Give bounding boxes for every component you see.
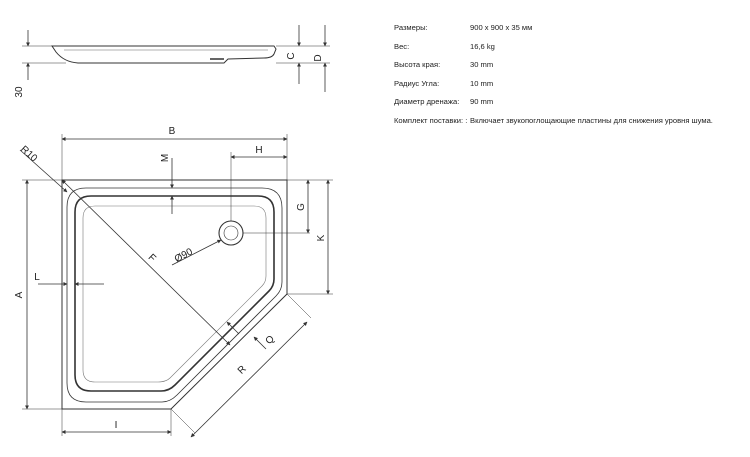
dim-label-d: D (313, 54, 324, 61)
dim-label-c: C (286, 52, 297, 59)
dim-label-m: M (160, 154, 171, 162)
plan-extension-lines (22, 134, 333, 436)
spec-value: 10 mm (470, 78, 494, 88)
spec-value: 90 mm (470, 97, 494, 106)
spec-row-weight: Вес: 16,6 kg (394, 41, 734, 52)
dim-label-k: K (316, 234, 327, 241)
dim-label-h: H (255, 145, 262, 156)
dim-label-q: Q (264, 333, 277, 346)
dim-label-g: G (296, 203, 307, 211)
dim-label-b: B (169, 126, 176, 137)
spec-label: Размеры: (394, 23, 428, 32)
spec-row-package: Комплект поставки: : Включает звукопогло… (394, 115, 734, 126)
dim-label-i: I (115, 420, 118, 431)
dim-label-r: R (236, 364, 249, 377)
spec-label: Вес: (394, 41, 410, 51)
dim-label-a: A (14, 291, 25, 298)
drain (218, 220, 244, 246)
tray-rim (66, 187, 283, 403)
spec-label: Высота края: (394, 60, 441, 69)
dim-label-f: F (146, 252, 158, 264)
spec-value: 16,6 kg (470, 41, 495, 51)
side-profile-view (22, 25, 330, 92)
spec-label: Комплект поставки: : (394, 115, 468, 125)
spec-row-corner-radius: Радиус Угла: 10 mm (394, 78, 734, 89)
spec-label: Диаметр дренажа: (394, 97, 460, 106)
spec-row-edge-height: Высота края: 30 mm (394, 59, 734, 70)
spec-label: Радиус Угла: (394, 78, 440, 88)
spec-row-drain-diameter: Диаметр дренажа: 90 mm (394, 96, 734, 107)
spec-value: 900 x 900 x 35 мм (470, 23, 533, 32)
spec-row-dimensions: Размеры: 900 x 900 x 35 мм (394, 22, 734, 33)
dim-label-drain: Ø90 (173, 246, 195, 265)
dim-label-r10: R10 (18, 144, 39, 165)
dim-label-l: L (34, 272, 40, 283)
dim-label-30: 30 (14, 86, 25, 98)
spec-value: Включает звукопоглощающие пластины для с… (470, 115, 713, 125)
spec-value: 30 mm (470, 60, 494, 69)
spec-table: Размеры: 900 x 900 x 35 мм Вес: 16,6 kg … (394, 22, 734, 133)
